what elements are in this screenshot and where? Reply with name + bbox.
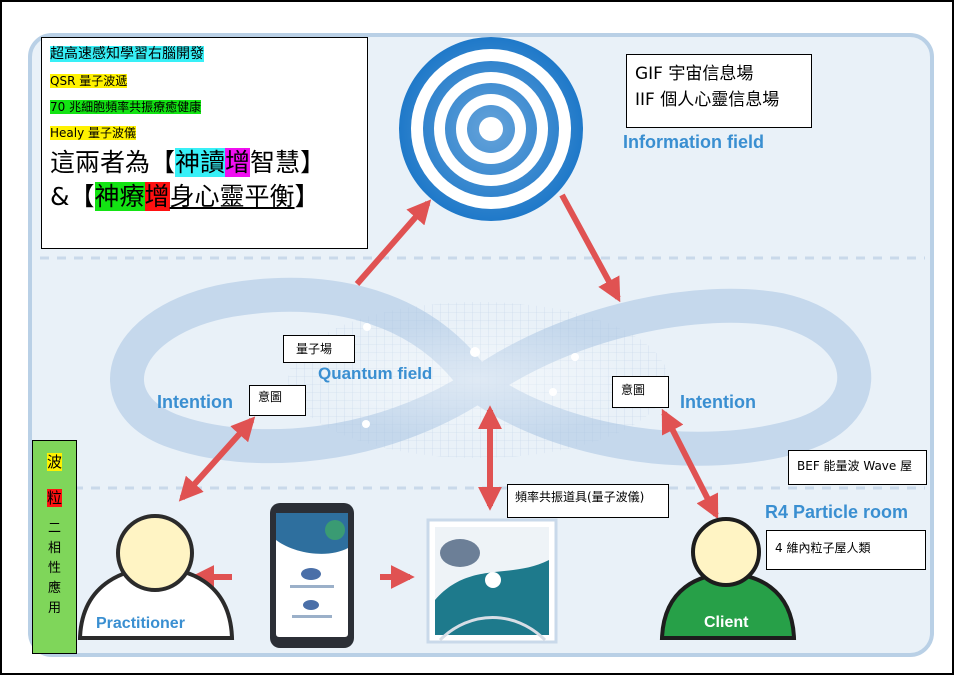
wisdom-line: 這兩者為【神讀增智慧】 <box>50 148 326 177</box>
gif-text: GIF 宇宙信息場 <box>635 64 754 84</box>
information-field-label: Information field <box>623 132 764 152</box>
resonance-device-card <box>426 518 558 644</box>
device-callout: 頻率共振道具(量子波儀) <box>507 484 669 518</box>
nature-char: 性 <box>47 561 61 576</box>
wave-char: 波 <box>46 453 62 471</box>
particle-room-label: R4 Particle room <box>765 502 909 522</box>
intention-right-label: Intention <box>680 392 756 412</box>
dual-char: 二 <box>47 521 61 536</box>
client-figure <box>659 517 797 640</box>
use-char: 用 <box>47 601 61 616</box>
quantum-field-label: Quantum field <box>318 364 433 383</box>
top-left-annotation-box: 超高速感知學習右腦開發 QSR 量子波遞 70 兆細胞頻率共振療癒健康 Heal… <box>41 37 368 249</box>
qsr-text: QSR 量子波遞 <box>50 74 128 88</box>
arrow-practitioner-intention <box>178 416 256 502</box>
practitioner-figure <box>77 514 235 640</box>
wave-particle-box: 波 粒 二 相 性 應 用 <box>32 440 77 654</box>
flow-arrows <box>178 193 719 589</box>
balance-line: &【神療增身心靈平衡】 <box>50 182 320 211</box>
arrow-from-information-field <box>559 193 621 303</box>
quantum-field-callout: 量子場 <box>283 335 355 363</box>
sparkle-dots <box>362 323 579 428</box>
information-field-note: GIF 宇宙信息場 IIF 個人心靈信息場 <box>626 54 812 128</box>
bef-callout: BEF 能量波 Wave 屋 <box>788 450 927 485</box>
particle-char: 粒 <box>46 489 62 507</box>
client-label: Client <box>704 614 749 631</box>
quantum-glow <box>308 320 648 440</box>
healy-text: Healy 量子波儀 <box>50 126 137 140</box>
arrow-client-intention <box>661 408 719 520</box>
particle-room-callout: 4 維內粒子屋人類 <box>766 530 926 570</box>
information-field-target <box>399 37 583 221</box>
intention-right-callout: 意圖 <box>612 376 669 408</box>
brain-development-text: 超高速感知學習右腦開發 <box>50 46 204 62</box>
apply-char: 應 <box>47 581 61 596</box>
practitioner-label: Practitioner <box>96 615 185 632</box>
smartphone-app <box>270 503 354 648</box>
phase-char: 相 <box>47 541 61 556</box>
arrow-to-information-field <box>354 199 432 286</box>
cell-resonance-text: 70 兆細胞頻率共振療癒健康 <box>50 100 202 114</box>
intention-left-callout: 意圖 <box>249 385 306 416</box>
iif-text: IIF 個人心靈信息場 <box>635 90 780 110</box>
intention-left-label: Intention <box>157 392 233 412</box>
